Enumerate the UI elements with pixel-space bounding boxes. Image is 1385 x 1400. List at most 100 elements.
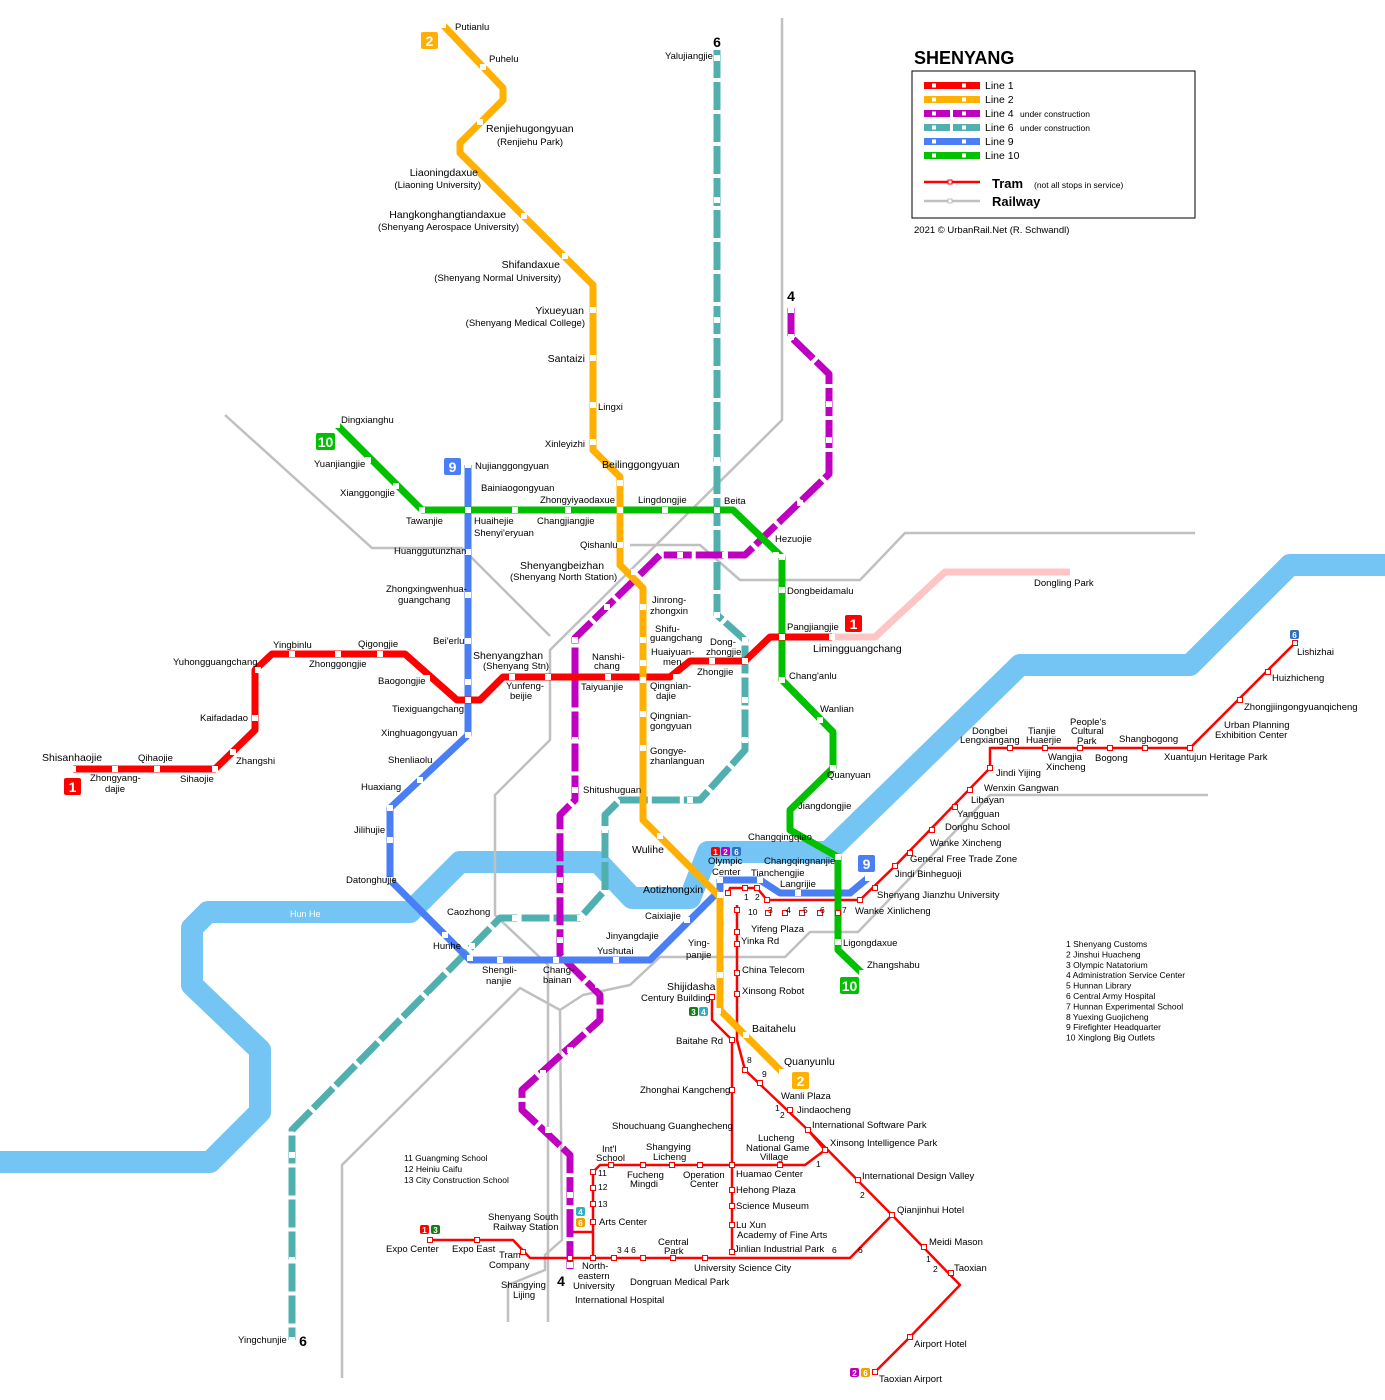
tram-stop[interactable] <box>967 787 973 793</box>
station-marker[interactable] <box>835 854 841 860</box>
station-marker[interactable] <box>743 1032 749 1038</box>
tram-stop[interactable] <box>702 1255 708 1261</box>
station-marker[interactable] <box>826 437 832 443</box>
station-marker[interactable] <box>590 402 596 408</box>
tram-stop[interactable] <box>734 991 740 997</box>
tram-stop[interactable] <box>1292 640 1298 646</box>
station-marker[interactable] <box>590 439 596 445</box>
tram-stop[interactable] <box>757 1080 763 1086</box>
tram-stop[interactable] <box>1142 745 1148 751</box>
tram-stop[interactable] <box>857 897 863 903</box>
station-marker[interactable] <box>393 483 399 489</box>
station-marker[interactable] <box>465 697 471 703</box>
station-marker[interactable] <box>631 569 637 575</box>
station-marker[interactable] <box>779 634 785 640</box>
tram-stop[interactable] <box>590 1169 596 1175</box>
station-marker[interactable] <box>70 766 76 772</box>
station-marker[interactable] <box>572 737 578 743</box>
tram-stop[interactable] <box>1107 745 1113 751</box>
tram-stop[interactable] <box>777 1162 783 1168</box>
tram-stop[interactable] <box>590 1255 596 1261</box>
station-marker[interactable] <box>540 1070 546 1076</box>
tram-stop[interactable] <box>835 910 841 916</box>
tram-stop[interactable] <box>799 910 805 916</box>
tram-stop[interactable] <box>590 1201 596 1207</box>
tram-stop[interactable] <box>907 850 913 856</box>
station-marker[interactable] <box>572 787 578 793</box>
station-marker[interactable] <box>788 334 794 340</box>
station-marker[interactable] <box>595 982 601 988</box>
station-marker[interactable] <box>640 604 646 610</box>
station-marker[interactable] <box>465 549 471 555</box>
station-marker[interactable] <box>512 915 518 921</box>
station-marker[interactable] <box>640 745 646 751</box>
station-marker[interactable] <box>477 119 483 125</box>
tram-stop[interactable] <box>734 970 740 976</box>
station-marker[interactable] <box>826 401 832 407</box>
station-marker[interactable] <box>717 972 723 978</box>
station-marker[interactable] <box>255 667 261 673</box>
station-marker[interactable] <box>662 507 668 513</box>
station-marker[interactable] <box>617 480 623 486</box>
tram-stop[interactable] <box>1077 745 1083 751</box>
tram-stop[interactable] <box>590 1185 596 1191</box>
tram-stop[interactable] <box>709 994 715 1000</box>
station-marker[interactable] <box>640 711 646 717</box>
station-marker[interactable] <box>742 697 748 703</box>
station-marker[interactable] <box>722 552 728 558</box>
station-marker[interactable] <box>714 55 720 61</box>
station-marker[interactable] <box>230 749 236 755</box>
station-marker[interactable] <box>557 937 563 943</box>
station-marker[interactable] <box>829 634 835 640</box>
station-marker[interactable] <box>779 1069 785 1075</box>
station-marker[interactable] <box>779 677 785 683</box>
tram-stop[interactable] <box>1187 745 1193 751</box>
station-marker[interactable] <box>112 766 118 772</box>
station-marker[interactable] <box>714 317 720 323</box>
station-marker[interactable] <box>640 677 646 683</box>
station-marker[interactable] <box>567 1192 573 1198</box>
tram-stop[interactable] <box>921 1244 927 1250</box>
tram-stop[interactable] <box>889 1212 895 1218</box>
station-marker[interactable] <box>545 1127 551 1133</box>
station-marker[interactable] <box>717 892 723 898</box>
station-marker[interactable] <box>424 675 430 681</box>
tram-stop[interactable] <box>670 1255 676 1261</box>
station-marker[interactable] <box>512 507 518 513</box>
station-marker[interactable] <box>365 457 371 463</box>
station-marker[interactable] <box>577 915 583 921</box>
station-marker[interactable] <box>387 837 393 843</box>
station-marker[interactable] <box>647 942 653 948</box>
tram-stop[interactable] <box>1237 697 1243 703</box>
tram-stop[interactable] <box>734 929 740 935</box>
station-marker[interactable] <box>509 674 515 680</box>
station-marker[interactable] <box>742 637 748 643</box>
tram-stop[interactable] <box>952 804 958 810</box>
tram-stop[interactable] <box>855 1177 861 1183</box>
station-marker[interactable] <box>817 717 823 723</box>
station-marker[interactable] <box>687 797 693 803</box>
station-marker[interactable] <box>715 1008 721 1014</box>
station-marker[interactable] <box>465 679 471 685</box>
tram-stop[interactable] <box>725 890 731 896</box>
tram-stop[interactable] <box>697 1162 703 1168</box>
station-marker[interactable] <box>545 674 551 680</box>
tram-stop[interactable] <box>872 885 878 891</box>
station-marker[interactable] <box>605 674 611 680</box>
station-marker[interactable] <box>327 1099 333 1105</box>
station-marker[interactable] <box>465 507 471 513</box>
tram-stop[interactable] <box>520 1249 526 1255</box>
tram-stop[interactable] <box>892 863 898 869</box>
station-marker[interactable] <box>865 875 871 881</box>
station-marker[interactable] <box>289 1257 295 1263</box>
tram-stop[interactable] <box>1007 745 1013 751</box>
tram-stop[interactable] <box>907 1334 913 1340</box>
tram-stop[interactable] <box>590 1219 596 1225</box>
station-marker[interactable] <box>562 253 568 259</box>
station-marker[interactable] <box>640 660 646 666</box>
tram-stop[interactable] <box>729 1162 735 1168</box>
station-marker[interactable] <box>795 890 801 896</box>
tram-stop[interactable] <box>987 765 993 771</box>
tram-stop[interactable] <box>764 897 770 903</box>
tram-stop[interactable] <box>729 1087 735 1093</box>
